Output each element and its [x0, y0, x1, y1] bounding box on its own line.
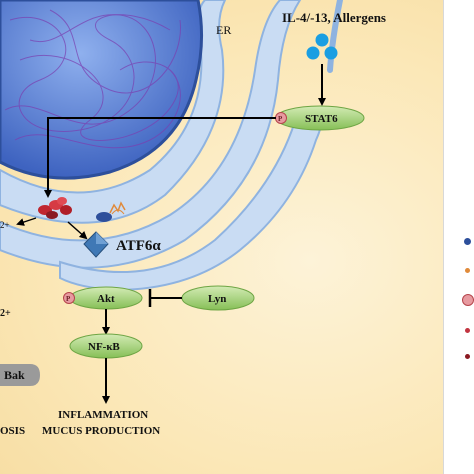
legend-marker-1: [464, 238, 471, 245]
legend-marker-5: [465, 354, 470, 359]
atf6-node: [83, 231, 109, 258]
stat6-phospho-label: P: [278, 115, 283, 123]
legend-marker-4: [465, 328, 470, 333]
nfkb-label: NF-κB: [88, 341, 120, 353]
akt-phospho-icon: [63, 292, 75, 304]
chromatin: [4, 9, 181, 149]
stimulus-label: IL-4/-13, Allergens: [282, 10, 386, 25]
arrow-stat6-er: [44, 117, 276, 198]
akt-phospho-label: P: [66, 295, 71, 303]
outcome-inflammation: INFLAMMATION: [58, 409, 148, 421]
er-label: ER: [216, 23, 231, 37]
akt-node: Akt P: [63, 286, 143, 310]
lyn-node: Lyn: [181, 285, 255, 311]
nfkb-node: NF-κB: [69, 333, 143, 359]
legend-marker-2: [465, 268, 470, 273]
protein-aggregate-icon: [38, 197, 72, 219]
atf6-label: ATF6α: [116, 238, 161, 254]
pathway-svg: ER IL-4/-13, Allergens STAT6 P: [0, 0, 386, 437]
calcium-label-bottom: 2+: [0, 308, 11, 319]
stat6-node: STAT6 P: [275, 105, 365, 131]
stat6-label: STAT6: [305, 113, 338, 125]
outcome-mucus: MUCUS PRODUCTION: [42, 425, 160, 437]
bak-label: Bak: [4, 368, 25, 382]
bak-node: Bak: [0, 364, 40, 386]
akt-label: Akt: [97, 293, 115, 305]
nucleus: [0, 0, 204, 180]
arrow-calcium-release: [16, 217, 37, 226]
lyn-label: Lyn: [208, 293, 226, 305]
chaperone-icon: [96, 201, 126, 222]
arrow-aggregate-atf6: [67, 221, 88, 240]
allergen-icon: [306, 33, 338, 60]
calcium-label-top: 2+: [0, 220, 10, 230]
outcome-apoptosis-fragment: OSIS: [0, 425, 25, 437]
legend-marker-3: [462, 294, 474, 306]
legend-panel: [443, 0, 474, 474]
